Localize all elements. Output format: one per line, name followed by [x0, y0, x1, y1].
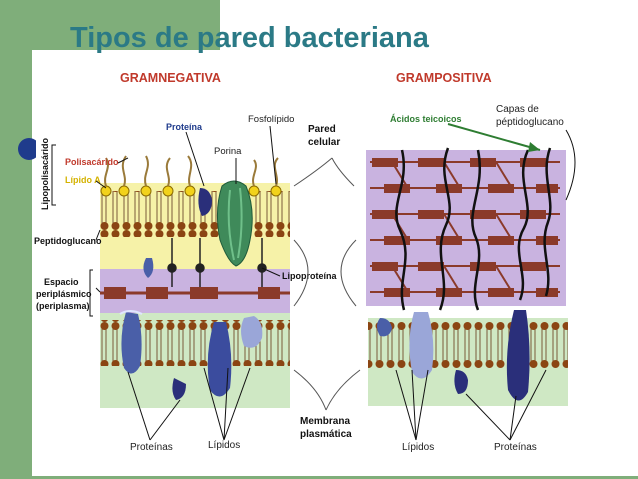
- polysaccharide-label: Polisacárido: [65, 157, 119, 167]
- gram-positive-heading: GRAMPOSITIVA: [396, 71, 492, 85]
- bottom-rule: [32, 476, 638, 479]
- gp-proteins-label: Proteínas: [494, 442, 537, 453]
- periplasm-label-3: (periplasma): [36, 301, 90, 311]
- porin-label: Porina: [214, 146, 242, 157]
- periplasm-label-2: periplásmico: [36, 289, 92, 299]
- lps-bracket: [51, 144, 56, 206]
- gn-membrane-protein-1: [121, 312, 142, 374]
- gp-lipids-label: Lípidos: [402, 442, 434, 453]
- slide-title: Tipos de pared bacteriana: [70, 22, 429, 54]
- protein-label: Proteína: [166, 122, 203, 132]
- gn-membrane-protein-3: [207, 322, 232, 397]
- outer-membrane-protein: [198, 188, 212, 216]
- lipid-a-heads: [100, 185, 282, 197]
- outer-membrane-lipids: [100, 191, 290, 237]
- pg-layers-label-2: péptidoglucano: [496, 117, 564, 128]
- gp-membrane-protein-1: [409, 312, 434, 379]
- porin: [216, 180, 253, 267]
- plasma-membrane-label-2: plasmática: [300, 429, 352, 440]
- polysaccharide-chains: [104, 155, 279, 187]
- plasma-membrane-label-1: Membrana: [300, 416, 350, 427]
- gn-peptidoglycan-layer: [100, 287, 290, 299]
- periplasmic-protein: [143, 258, 154, 278]
- teichoic-acids: [395, 147, 552, 311]
- gp-membrane-protein-4: [377, 318, 392, 337]
- gn-lipids-label: Lípidos: [208, 440, 240, 451]
- gn-membrane-protein-4: [241, 316, 263, 348]
- periplasm-label-1: Espacio: [44, 277, 79, 287]
- bullet-dot: [18, 138, 40, 160]
- header-accent-band: [0, 0, 220, 50]
- pg-layers-label-1: Capas de: [496, 104, 539, 115]
- gp-leader-lines: [395, 129, 576, 441]
- lipoprotein-label: Lipoproteína: [282, 271, 337, 281]
- center-brackets: [293, 157, 361, 411]
- teichoic-acids-label: Ácidos teicoicos: [390, 114, 462, 124]
- gp-peptidoglycan-bg: [366, 150, 566, 306]
- left-accent-strip: [0, 50, 32, 479]
- lipopolysaccharide-label: Lipopolisacárido: [40, 137, 50, 210]
- teichoic-arrowhead: [528, 142, 540, 152]
- gp-membrane-protein-2: [454, 370, 468, 394]
- gp-membrane-lipids: [368, 322, 568, 368]
- peptidoglycan-label: Peptidoglucano: [34, 236, 102, 246]
- phospholipid-label: Fosfolípido: [248, 114, 294, 125]
- cell-wall-label-2: celular: [308, 137, 340, 148]
- teichoic-arrow: [447, 123, 541, 151]
- gn-leader-lines: [89, 125, 281, 441]
- gram-negative-panel: [100, 155, 290, 408]
- gram-negative-heading: GRAMNEGATIVA: [120, 71, 221, 85]
- gp-cross-bridges: [370, 161, 560, 293]
- gn-membrane-protein-2: [172, 378, 186, 400]
- gn-proteins-label: Proteínas: [130, 442, 173, 453]
- gp-membrane-protein-3: [506, 310, 530, 401]
- gram-positive-panel: [366, 147, 568, 406]
- cell-wall-label-1: Pared: [308, 124, 336, 135]
- lipid-a-label: Lípido A: [65, 175, 101, 185]
